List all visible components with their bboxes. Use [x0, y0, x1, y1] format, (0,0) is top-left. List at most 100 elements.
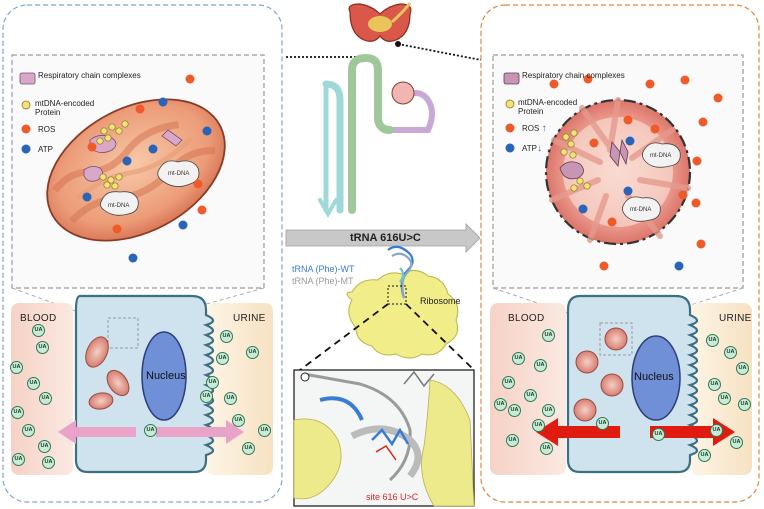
right-panel-frame — [480, 4, 760, 503]
right-mito-complex-2 — [609, 141, 621, 167]
left-legend-atp-swatch — [21, 144, 31, 154]
right-cell-zoom-box — [599, 322, 633, 356]
left-mtdna-label-2: mt-DNA — [108, 203, 130, 209]
left-legend-protein-label: mtDNA-encoded Protein — [35, 99, 95, 117]
ua-molecule: UA — [11, 406, 24, 419]
ua-molecule: UA — [738, 398, 751, 411]
right-legend-protein-label: mtDNA-encoded Protein — [518, 98, 578, 116]
left-legend-ros-label: ROS — [38, 125, 56, 134]
ua-molecule: UA — [718, 392, 731, 405]
left-mito-complex-3 — [161, 129, 183, 147]
left-blood-label: BLOOD — [20, 313, 57, 324]
right-nucleus-label: Nucleus — [634, 371, 674, 383]
left-mitochondrion — [46, 98, 226, 242]
right-legend-atp-label: ATP↓ — [522, 143, 542, 154]
ua-molecule: UA — [216, 352, 229, 365]
right-mito-proteins — [560, 129, 591, 192]
right-mtdna-label-1: mt-DNA — [650, 153, 672, 159]
left-legend-atp-label: ATP — [38, 145, 53, 154]
right-legend-respiratory-label: Respiratory chain complexes — [522, 71, 625, 80]
left-mitodna-2 — [100, 191, 139, 216]
ros-increase-arrow-icon: ↑ — [541, 123, 547, 134]
left-legend-protein-swatch — [21, 100, 31, 110]
mutation-site-label: site 616 U>C — [366, 492, 419, 502]
ua-molecule: UA — [10, 361, 23, 374]
mutation-arrow — [285, 223, 481, 253]
kidney-to-right-dotted — [397, 43, 482, 61]
right-legend-protein-swatch — [505, 99, 515, 109]
right-legend-ros-swatch — [505, 123, 515, 133]
right-mtdna-label-2: mt-DNA — [630, 207, 652, 213]
ua-molecule: UA — [27, 377, 40, 390]
left-cell-zoom-box — [107, 317, 139, 349]
trna-structure — [387, 245, 414, 299]
ribosome-zoom-line-a — [299, 303, 389, 371]
ua-molecule: UA — [698, 449, 711, 462]
left-legend-ros-swatch — [21, 124, 31, 134]
ua-molecule: UA — [534, 359, 547, 372]
right-mito-complex-3 — [619, 138, 629, 166]
ua-molecule: UA — [232, 414, 245, 427]
ua-molecule: UA — [32, 324, 45, 337]
left-ros-dots — [87, 74, 207, 234]
ua-molecule: UA — [144, 424, 157, 437]
left-small-mitos — [85, 336, 130, 410]
left-transport-arrow-right — [156, 420, 244, 444]
kidney-icon — [348, 2, 412, 42]
left-atp-dots — [82, 97, 212, 263]
glomerulus-icon — [391, 81, 415, 105]
ua-molecule: UA — [502, 376, 515, 389]
left-nucleus — [141, 331, 187, 421]
ua-molecule: UA — [596, 417, 609, 430]
left-transport-arrow — [58, 420, 136, 444]
left-legend-complex-swatch — [19, 72, 36, 85]
left-panel-frame — [2, 4, 283, 503]
ua-molecule: UA — [724, 346, 737, 359]
right-mitodna-1 — [642, 142, 681, 168]
ua-molecule: UA — [736, 362, 749, 375]
ua-molecule: UA — [36, 341, 49, 354]
ribosome-zoom-line-b — [405, 303, 475, 371]
ua-molecule: UA — [506, 434, 519, 447]
atp-decrease-arrow-icon: ↓ — [536, 143, 542, 154]
right-nucleus — [631, 335, 681, 421]
ua-molecule: UA — [708, 378, 721, 391]
right-urine-region — [690, 303, 752, 475]
trna-mt-label: tRNA (Phe)-MT — [292, 276, 354, 286]
ua-molecule: UA — [540, 442, 553, 455]
right-legend-ros-label: ROS ↑ — [522, 123, 547, 134]
ua-molecule: UA — [512, 352, 525, 365]
mutation-arrow-label: tRNA 616U>C — [350, 232, 421, 244]
right-atp-dots — [578, 136, 684, 271]
right-small-round-mitos — [573, 327, 628, 422]
kidney-dot-marker — [395, 41, 401, 47]
ua-molecule: UA — [494, 398, 507, 411]
right-urine-label: URINE — [719, 313, 752, 324]
left-mitodna-1 — [157, 160, 200, 187]
right-transport-arrow-left — [536, 418, 620, 446]
left-legend-respiratory-label: Respiratory chain complexes — [38, 71, 141, 80]
left-mito-proteins — [96, 120, 129, 190]
ua-molecule: UA — [39, 392, 52, 405]
ua-molecule: UA — [710, 424, 723, 437]
ua-molecule: UA — [258, 424, 271, 437]
ua-molecule: UA — [652, 428, 665, 441]
ua-molecule: UA — [42, 456, 55, 469]
ua-molecule: UA — [542, 404, 555, 417]
right-ros-dots — [549, 74, 723, 271]
ua-molecule: UA — [542, 329, 555, 342]
ua-molecule: UA — [706, 334, 719, 347]
nephron-icon — [318, 53, 435, 219]
left-mtdna-label-1: mt-DNA — [168, 171, 190, 177]
ua-molecule: UA — [224, 392, 237, 405]
right-blood-label: BLOOD — [508, 313, 545, 324]
ua-molecule: UA — [200, 390, 213, 403]
right-mitodna-2 — [622, 196, 661, 222]
ua-molecule: UA — [524, 389, 537, 402]
trna-wt-label: tRNA (Phe)-WT — [292, 264, 355, 274]
right-legend-atp-swatch — [505, 143, 515, 153]
left-nucleus-label: Nucleus — [146, 370, 186, 382]
ua-molecule: UA — [12, 453, 25, 466]
ua-molecule: UA — [206, 376, 219, 389]
ua-molecule: UA — [220, 330, 233, 343]
